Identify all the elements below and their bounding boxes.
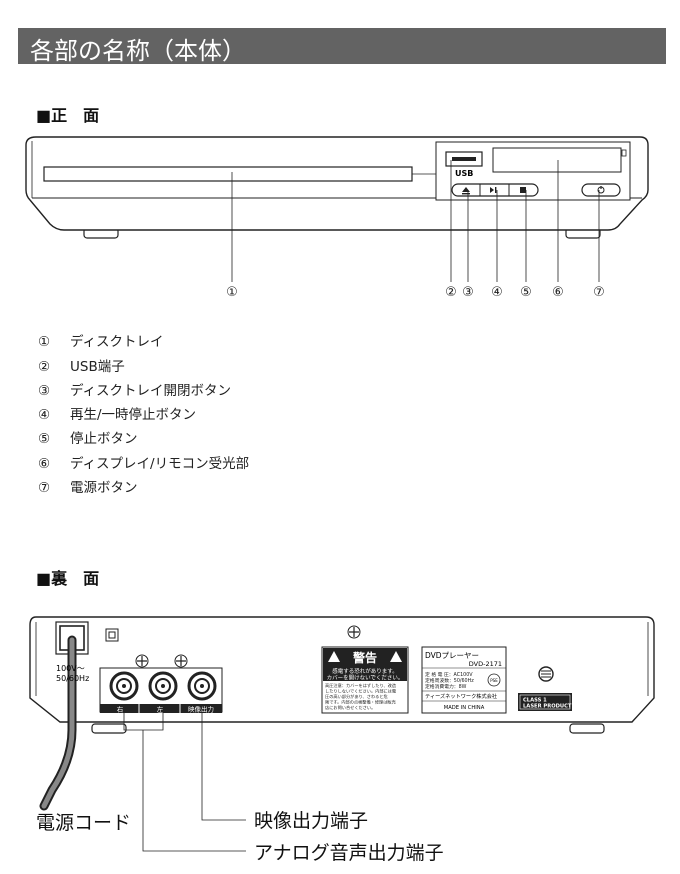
audio-left-jack[interactable] xyxy=(148,671,178,701)
marker-4: ④ xyxy=(491,285,503,300)
maker-name: ティーズネットワーク株式会社 xyxy=(425,692,497,700)
stop-button[interactable] xyxy=(520,187,526,193)
svg-text:したりしないでください。内部には電: したりしないでください。内部には電 xyxy=(325,688,397,695)
audio-right-jack[interactable] xyxy=(109,671,139,701)
marker-6: ⑥ xyxy=(552,285,564,300)
svg-text:定格消費電力：8W: 定格消費電力：8W xyxy=(425,683,467,690)
svg-text:カバーを開けないでください。: カバーを開けないでください。 xyxy=(327,675,404,682)
warning-title: 警告 xyxy=(352,650,377,665)
marker-3: ③ xyxy=(462,285,474,300)
frequency-label: 50/60Hz xyxy=(56,674,89,683)
svg-text:高圧注意：カバーをはずしたり、改造: 高圧注意：カバーをはずしたり、改造 xyxy=(325,682,397,689)
jack-label-right: 右 xyxy=(117,705,124,714)
marker-7: ⑦ xyxy=(593,285,605,300)
voltage-label: 100V～ xyxy=(56,664,85,673)
rating-label: DVDプレーヤー DVD-2171 定 格 電 圧：AC100V 定格周波数：5… xyxy=(421,646,507,714)
double-insulation-icon xyxy=(105,628,119,642)
svg-text:店にお問い合せください。: 店にお問い合せください。 xyxy=(325,704,375,711)
screw-icon xyxy=(135,654,149,668)
marker-1: ① xyxy=(226,285,238,300)
video-out-callout: 映像出力端子 xyxy=(254,810,369,832)
screw-icon xyxy=(347,625,361,639)
warning-label: 警告 感電する恐れがあります。 カバーを開けないでください。 高圧注意：カバーを… xyxy=(321,646,409,714)
svg-text:感電する恐れがあります。: 感電する恐れがあります。 xyxy=(332,667,397,675)
usb-label: USB xyxy=(455,169,473,178)
power-button[interactable] xyxy=(597,186,605,194)
jack-label-left: 左 xyxy=(157,705,164,714)
svg-text:PSE: PSE xyxy=(490,678,498,683)
svg-text:圧の高い部分があり、さわると危: 圧の高い部分があり、さわると危 xyxy=(325,693,388,700)
back-heading: ■裏 面 xyxy=(36,569,100,588)
screw-icon xyxy=(174,654,188,668)
back-diagram: 100V～ 50/60Hz 右 左 映像出力 警告 感電する恐れがあります。 カ… xyxy=(29,616,655,852)
product-name: DVDプレーヤー xyxy=(425,651,479,660)
audio-out-callout: アナログ音声出力端子 xyxy=(254,842,444,864)
recycle-mark-icon xyxy=(538,666,554,682)
power-cord-callout: 電源コード xyxy=(36,812,132,834)
marker-5: ⑤ xyxy=(520,285,532,300)
origin-label: MADE IN CHINA xyxy=(444,705,485,711)
display-window xyxy=(492,147,622,173)
page-title: 各部の名称（本体） xyxy=(30,37,246,65)
play-pause-button[interactable] xyxy=(490,187,497,193)
svg-text:険です。内部の点検整備・修理は販売: 険です。内部の点検整備・修理は販売 xyxy=(325,699,396,706)
svg-text:CLASS 1: CLASS 1 xyxy=(523,698,547,704)
laser-class-label: CLASS 1 LASER PRODUCT xyxy=(518,693,572,711)
disc-tray[interactable] xyxy=(43,166,413,182)
marker-2: ② xyxy=(445,285,457,300)
model-number: DVD-2171 xyxy=(469,660,502,668)
svg-text:LASER PRODUCT: LASER PRODUCT xyxy=(523,704,572,710)
video-out-jack[interactable] xyxy=(187,671,217,701)
pse-mark-icon xyxy=(487,673,501,687)
svg-text:定格周波数：50/60Hz: 定格周波数：50/60Hz xyxy=(425,677,474,684)
svg-text:定 格 電 圧：AC100V: 定 格 電 圧：AC100V xyxy=(425,671,473,678)
front-diagram: USB ① ② ③ ④ ⑤ ⑥ ⑦ xyxy=(25,136,649,300)
front-heading: ■正 面 xyxy=(36,106,100,125)
page-title-bar: 各部の名称（本体） xyxy=(18,28,666,65)
jack-label-video: 映像出力 xyxy=(188,705,214,714)
